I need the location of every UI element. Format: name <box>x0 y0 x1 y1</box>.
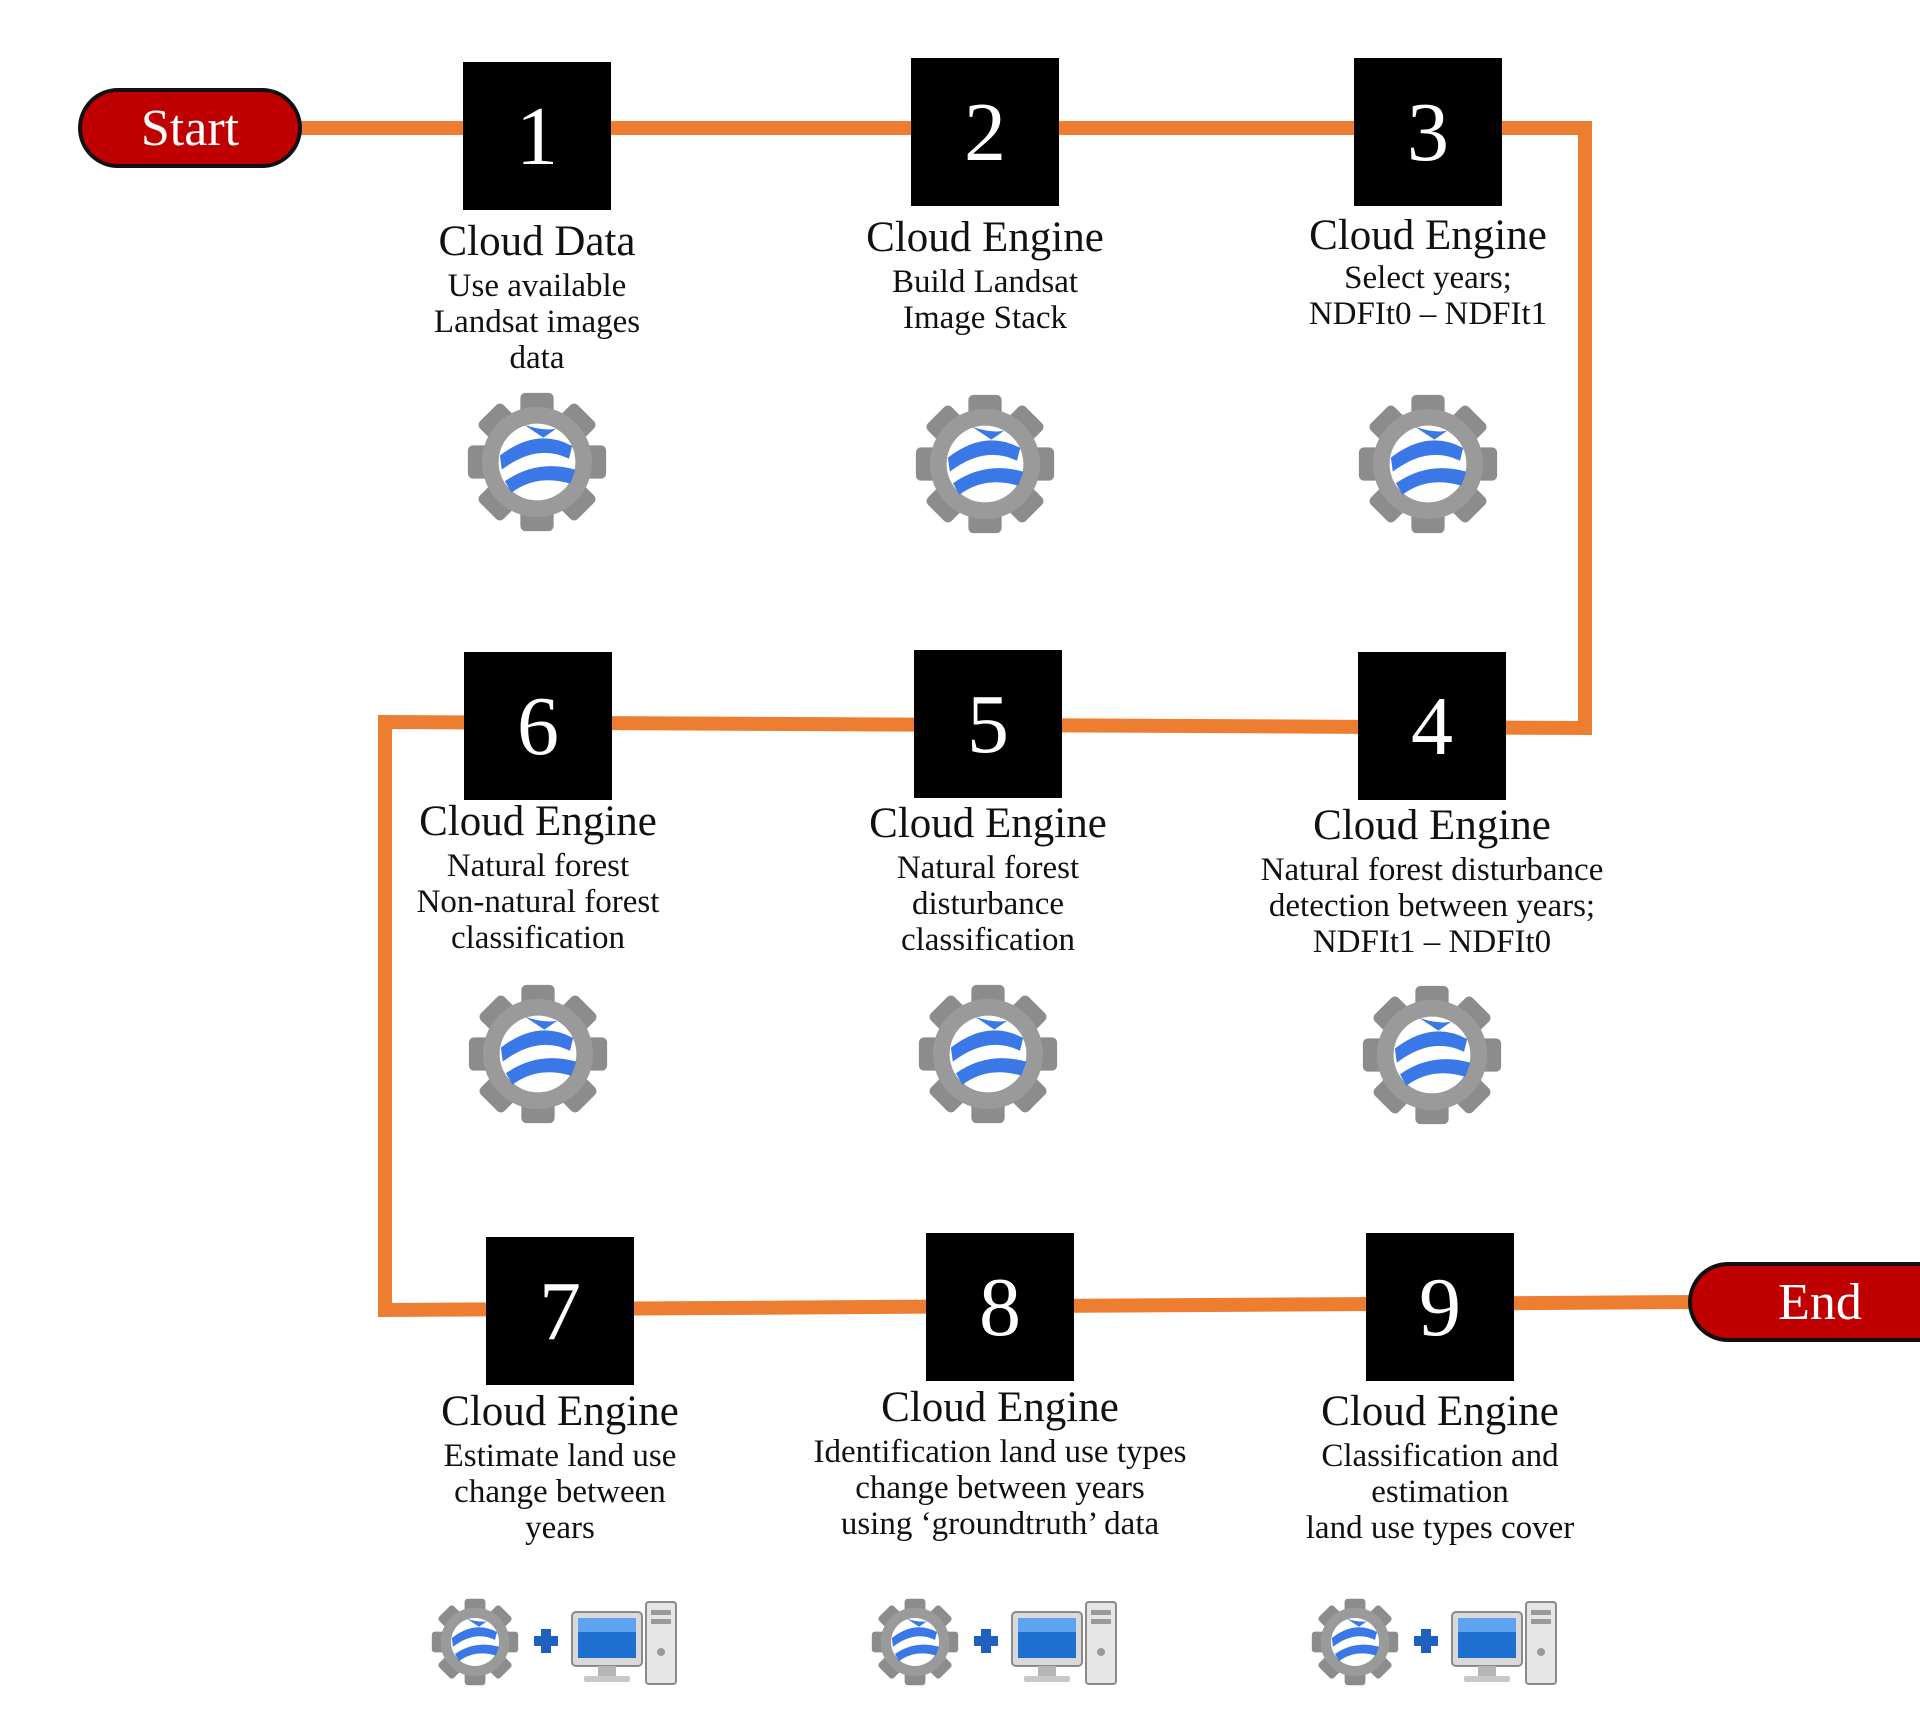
step-title: Cloud Engine <box>1309 212 1547 259</box>
step-description-line: disturbance <box>911 886 1065 922</box>
step-description-line: Non-natural forest <box>416 884 660 920</box>
step-title: Cloud Engine <box>1313 802 1551 849</box>
earth-engine-plus-computer-icon <box>1310 1592 1570 1692</box>
step-description-line: estimation <box>1371 1474 1509 1510</box>
earth-engine-gear-icon <box>910 394 1060 534</box>
step-description-line: using ‘groundtruth’ data <box>840 1506 1160 1542</box>
step-number-box: 5 <box>914 650 1062 798</box>
step-description-line: detection between years; <box>1268 888 1596 924</box>
step-description-line: Select years; <box>1344 260 1512 296</box>
earth-engine-gear-icon <box>1353 394 1503 534</box>
step-description-line: land use types cover <box>1305 1510 1575 1546</box>
earth-engine-gear-icon <box>913 984 1063 1124</box>
step-description-line: Image Stack <box>902 300 1068 336</box>
step-title: Cloud Engine <box>441 1388 679 1435</box>
step-number-box: 6 <box>464 652 612 800</box>
step-number-box: 8 <box>926 1233 1074 1381</box>
step-description-line: classification <box>450 920 626 956</box>
step-title: Cloud Engine <box>869 800 1107 847</box>
step-description-line: Landsat images <box>433 304 641 340</box>
step-title: Cloud Data <box>438 218 636 265</box>
end-terminal: End <box>1688 1262 1920 1342</box>
step-number-box: 7 <box>486 1237 634 1385</box>
earth-engine-gear-icon <box>463 984 613 1124</box>
step-description-line: Build Landsat <box>891 264 1079 300</box>
step-description-line: years <box>525 1510 595 1546</box>
start-label: Start <box>140 99 240 157</box>
earth-engine-plus-computer-icon <box>870 1592 1130 1692</box>
earth-engine-gear-icon <box>462 392 612 532</box>
step-number-box: 3 <box>1354 58 1502 206</box>
step-description-line: data <box>509 340 565 376</box>
step-description-line: Classification and <box>1321 1438 1559 1474</box>
step-description-line: Natural forest <box>896 850 1080 886</box>
step-description-line: NDFIt0 – NDFIt1 <box>1308 296 1548 332</box>
step-description-line: Natural forest disturbance <box>1260 852 1604 888</box>
step-description-line: classification <box>900 922 1076 958</box>
step-description-line: Natural forest <box>446 848 630 884</box>
step-description-line: NDFIt1 – NDFIt0 <box>1312 924 1552 960</box>
earth-engine-gear-icon <box>1357 985 1507 1125</box>
step-number-box: 9 <box>1366 1233 1514 1381</box>
step-number-box: 4 <box>1358 652 1506 800</box>
step-title: Cloud Engine <box>866 214 1104 261</box>
earth-engine-plus-computer-icon <box>430 1592 690 1692</box>
step-description-line: change between years <box>855 1470 1145 1506</box>
end-label: End <box>1778 1273 1862 1331</box>
step-description-line: change between <box>454 1474 666 1510</box>
step-description-line: Estimate land use <box>443 1438 677 1474</box>
step-title: Cloud Engine <box>419 798 657 845</box>
step-number-box: 2 <box>911 58 1059 206</box>
step-description-line: Use available <box>447 268 627 304</box>
step-title: Cloud Engine <box>1321 1388 1559 1435</box>
step-description: Select years;NDFIt0 – NDFIt1 <box>1148 260 1708 332</box>
start-terminal: Start <box>78 88 302 168</box>
step-title: Cloud Engine <box>881 1384 1119 1431</box>
step-number-box: 1 <box>463 62 611 210</box>
step-description-line: Identification land use types <box>813 1434 1187 1470</box>
